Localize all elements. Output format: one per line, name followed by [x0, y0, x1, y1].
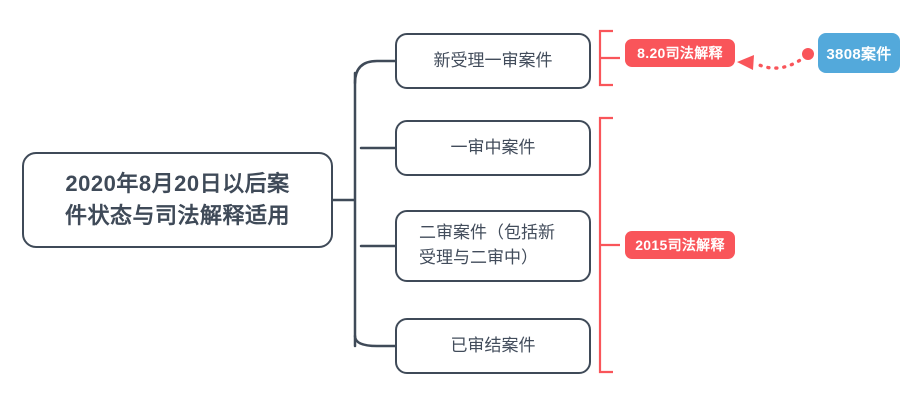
arrow-dotted-path — [753, 54, 808, 70]
arrow-head-icon — [737, 55, 754, 70]
node-in-first-instance[interactable]: 一审中案件 — [395, 120, 591, 176]
badge-label: 3808案件 — [826, 45, 892, 63]
bracket-2015 — [598, 116, 613, 374]
node-concluded-cases[interactable]: 已审结案件 — [395, 318, 591, 374]
root-node-label: 2020年8月20日以后案件状态与司法解释适用 — [64, 171, 290, 228]
connector-branch-3 — [353, 334, 397, 348]
badge-case-count[interactable]: 3808案件 — [818, 33, 900, 73]
node-label: 一审中案件 — [450, 137, 536, 157]
connector-branch-0 — [353, 59, 397, 85]
badge-2015-interpretation[interactable]: 2015司法解释 — [625, 231, 735, 259]
node-label: 二审案件（包括新受理与二审中） — [419, 223, 555, 267]
badge-label: 2015司法解释 — [635, 237, 725, 253]
badge-820-interpretation[interactable]: 8.20司法解释 — [625, 39, 735, 67]
node-label: 新受理一审案件 — [433, 50, 553, 70]
badge-label: 8.20司法解释 — [637, 45, 723, 61]
node-second-instance[interactable]: 二审案件（包括新受理与二审中） — [395, 210, 591, 282]
bracket-820 — [598, 29, 613, 87]
node-new-first-instance[interactable]: 新受理一审案件 — [395, 33, 591, 89]
root-node[interactable]: 2020年8月20日以后案件状态与司法解释适用 — [22, 152, 333, 248]
node-label: 已审结案件 — [450, 335, 536, 355]
arrow-origin-dot — [802, 48, 814, 60]
